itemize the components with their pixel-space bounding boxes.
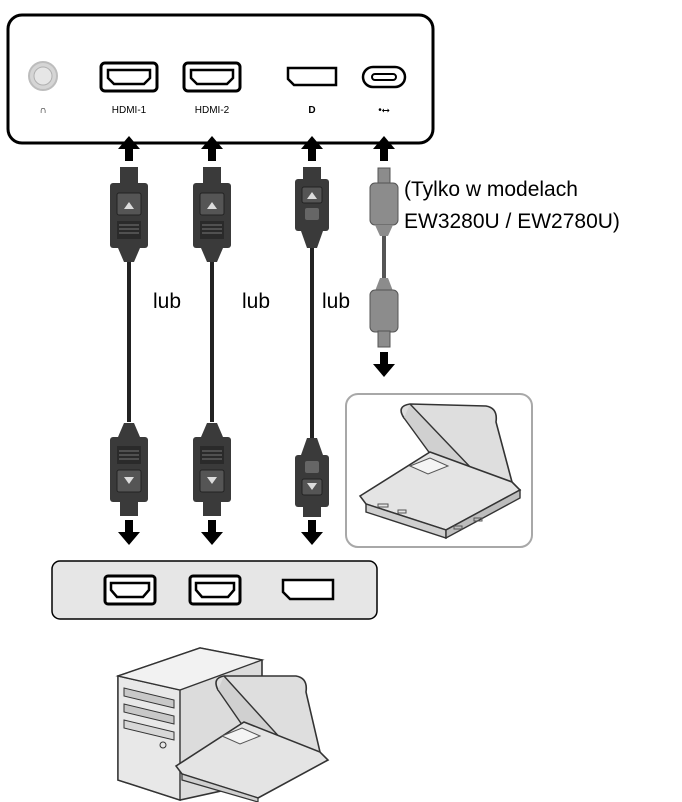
- arrow-up-icon: [373, 136, 395, 161]
- dp-port-label: D: [308, 105, 315, 116]
- model-note-line-2: EW3280U / EW2780U): [404, 210, 620, 233]
- monitor-io-panel: ∩ HDMI-1 HDMI-2 D •⭤: [6, 13, 435, 145]
- arrow-down-icon: [201, 520, 223, 545]
- hdmi-port-icon: [99, 61, 159, 93]
- or-label: lub: [242, 290, 270, 313]
- usb-port-label: •⭤: [378, 105, 390, 116]
- pc-io-panel: [51, 560, 378, 620]
- hdmi-port-icon: [103, 574, 157, 606]
- laptop-box: [345, 393, 533, 548]
- hdmi-cable-2: [193, 167, 231, 516]
- down-arrows: [118, 352, 395, 545]
- arrow-up-icon: [301, 136, 323, 161]
- arrow-down-icon: [373, 352, 395, 377]
- arrow-down-icon: [118, 520, 140, 545]
- model-note-line-1: (Tylko w modelach: [404, 178, 578, 201]
- laptop-icon: [358, 403, 522, 540]
- hdmi-port-icon: [188, 574, 242, 606]
- displayport-icon: [286, 66, 338, 87]
- arrow-up-icon: [118, 136, 140, 161]
- hdmi-cable-1: [110, 167, 148, 516]
- arrow-up-icon: [201, 136, 223, 161]
- computer-illustration: [115, 647, 330, 802]
- headphone-port-label: ∩: [39, 105, 46, 116]
- or-label: lub: [322, 290, 350, 313]
- usbc-cable: [369, 167, 399, 348]
- headphone-icon: [28, 61, 58, 91]
- up-arrows: [118, 136, 395, 161]
- displayport-cable: [295, 167, 329, 517]
- laptop-icon: [174, 675, 330, 802]
- arrow-down-icon: [301, 520, 323, 545]
- hdmi-port-icon: [182, 61, 242, 93]
- usb-icon: [361, 65, 407, 89]
- hdmi1-port-label: HDMI-1: [112, 105, 147, 116]
- hdmi2-port-label: HDMI-2: [195, 105, 230, 116]
- or-label: lub: [153, 290, 181, 313]
- displayport-icon: [281, 578, 335, 601]
